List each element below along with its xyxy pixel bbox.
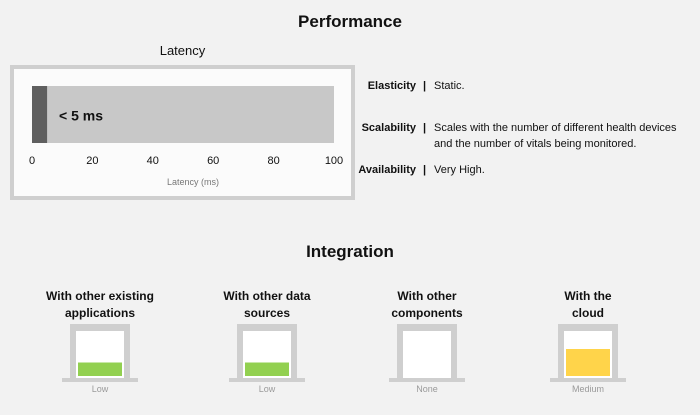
property-label: Elasticity: [367, 80, 416, 92]
integration-label-line: With the: [564, 289, 612, 303]
property-separator: |: [423, 80, 427, 92]
property-value-line: and the number of vitals being monitored…: [434, 138, 637, 150]
integration-level: Medium: [571, 384, 604, 394]
integration-gauge: [389, 324, 465, 382]
integration-label: With the cloud: [508, 288, 668, 322]
gauge-window: [403, 331, 451, 378]
property-separator: |: [423, 164, 427, 176]
integration-gauge: [62, 324, 138, 382]
integration-level: Low: [91, 384, 109, 394]
integration-label-line: With other existing: [46, 289, 154, 303]
latency-bar: [32, 86, 48, 143]
property-value: Very High.: [434, 164, 485, 176]
integration-label-line: With other data: [223, 289, 311, 303]
gauge-fill: [78, 362, 122, 376]
latency-tick-label: 80: [267, 155, 279, 167]
gauge-base: [62, 378, 138, 382]
gauge-base: [389, 378, 465, 382]
integration-level: None: [416, 384, 438, 394]
integration-label: With other existing applications: [20, 288, 180, 322]
integration-title: Integration: [306, 242, 394, 261]
gauge-fill: [566, 349, 610, 376]
performance-title: Performance: [298, 12, 402, 31]
integration-label: With other components: [347, 288, 507, 322]
integration-label: With other data sources: [187, 288, 347, 322]
integration-item-cloud: With the cloud Medium: [508, 288, 668, 394]
property-value-line: Scales with the number of different heal…: [434, 122, 677, 134]
latency-axis-label: Latency (ms): [167, 177, 219, 187]
latency-tick-label: 20: [86, 155, 98, 167]
integration-gauge: [229, 324, 305, 382]
gauge-fill: [245, 362, 289, 376]
integration-gauge: [550, 324, 626, 382]
latency-value-label: < 5 ms: [59, 108, 103, 124]
integration-label-line: With other: [397, 289, 457, 303]
latency-tick-label: 100: [325, 155, 343, 167]
property-value: Static.: [434, 80, 465, 92]
property-value: Scales with the number of different heal…: [434, 120, 696, 152]
property-separator: |: [423, 122, 427, 134]
property-label: Availability: [358, 164, 416, 176]
integration-label-line: applications: [64, 306, 135, 320]
gauge-base: [229, 378, 305, 382]
integration-item-applications: With other existing applications Low: [20, 288, 180, 394]
latency-tick-label: 0: [29, 155, 35, 167]
latency-tick-label: 60: [207, 155, 219, 167]
property-label: Scalability: [361, 122, 416, 134]
latency-chart-title: Latency: [159, 43, 206, 58]
integration-label-line: cloud: [572, 306, 604, 320]
integration-item-components: With other components None: [347, 288, 507, 394]
latency-track: [32, 86, 334, 143]
integration-level: Low: [258, 384, 276, 394]
integration-label-line: components: [391, 306, 463, 320]
integration-item-data-sources: With other data sources Low: [187, 288, 347, 394]
gauge-base: [550, 378, 626, 382]
latency-tick-label: 40: [147, 155, 159, 167]
integration-label-line: sources: [243, 306, 291, 320]
